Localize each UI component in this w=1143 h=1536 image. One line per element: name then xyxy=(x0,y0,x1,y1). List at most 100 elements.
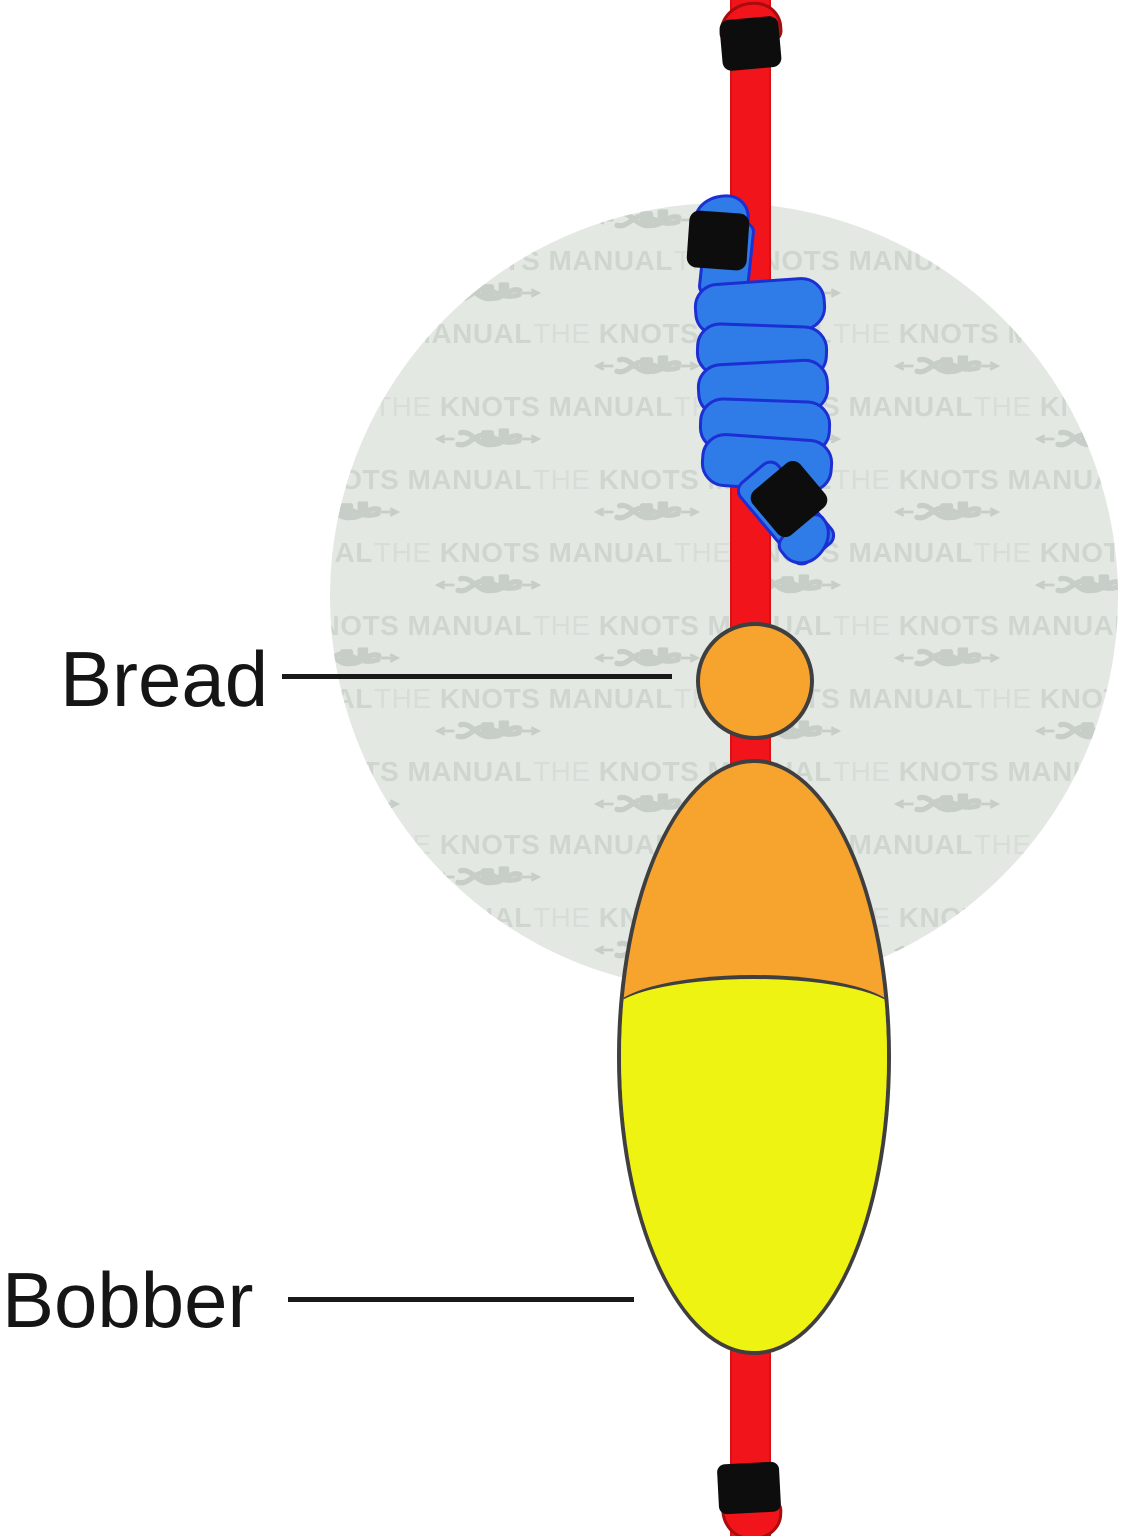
knot-rope-icon xyxy=(330,939,401,959)
watermark-text: THE KNOTS MANUAL xyxy=(330,975,373,992)
knot-rope-icon xyxy=(893,355,1001,375)
watermark-cell: THE KNOTS MANUAL xyxy=(374,975,674,992)
watermark-cell: THE KNOTS MANUAL xyxy=(330,538,374,600)
bobber-float xyxy=(617,759,891,1355)
watermark-cell: THE KNOTS MANUAL xyxy=(330,975,374,992)
watermark-cell: THE KNOTS MANUAL xyxy=(330,246,374,308)
knot-rope-icon xyxy=(593,647,701,667)
watermark-text: THE KNOTS MANUAL xyxy=(374,391,673,422)
stop-band-top xyxy=(718,15,783,72)
watermark-text: THE KNOTS MANUAL xyxy=(330,537,373,568)
knot-rope-icon xyxy=(434,282,542,302)
knot-rope-icon xyxy=(434,574,542,594)
watermark-cell: THE KNOTS MANUAL xyxy=(974,830,1118,892)
watermark-text: THE KNOTS MANUAL xyxy=(330,610,532,641)
knot-rope-icon xyxy=(893,793,1001,813)
watermark-cell: THE KNOTS MANUAL xyxy=(533,203,833,235)
knot-rope-icon xyxy=(1034,574,1118,594)
watermark-cell: THE KNOTS MANUAL xyxy=(374,538,674,600)
watermark-text: THE KNOTS MANUAL xyxy=(833,610,1118,641)
knot-rope-icon xyxy=(330,501,401,521)
watermark-cell: THE KNOTS MANUAL xyxy=(330,319,533,381)
watermark-cell: THE KNOTS MANUAL xyxy=(833,203,1118,235)
watermark-text: THE KNOTS MANUAL xyxy=(833,464,1118,495)
watermark-text: THE KNOTS MANUAL xyxy=(330,464,532,495)
watermark-text: THE KNOTS MANUAL xyxy=(974,391,1118,422)
watermark-text: THE KNOTS MANUAL xyxy=(330,829,373,860)
watermark-cell: THE KNOTS MANUAL xyxy=(833,319,1118,381)
watermark-text: THE KNOTS MANUAL xyxy=(833,756,1118,787)
knot-rope-icon xyxy=(893,647,1001,667)
knot-rope-icon xyxy=(893,501,1001,521)
watermark-cell: THE KNOTS MANUAL xyxy=(533,611,833,673)
watermark-cell: THE KNOTS MANUAL xyxy=(974,538,1118,600)
knot-rope-icon xyxy=(893,939,1001,959)
knot-rope-icon xyxy=(434,428,542,448)
knot-rope-icon xyxy=(330,355,401,375)
watermark-text: THE KNOTS MANUAL xyxy=(974,975,1118,992)
watermark-text: THE KNOTS MANUAL xyxy=(330,683,373,714)
watermark-text: THE KNOTS MANUAL xyxy=(974,537,1118,568)
knot-rope-icon xyxy=(593,501,701,521)
knot-rope-icon xyxy=(1034,428,1118,448)
watermark-text: THE KNOTS MANUAL xyxy=(374,537,673,568)
watermark-cell: THE KNOTS MANUAL xyxy=(330,757,533,819)
bread-leader-line xyxy=(282,674,672,679)
bobber-leader-line xyxy=(288,1297,634,1302)
knot-rope-icon xyxy=(893,209,1001,229)
watermark-text: THE KNOTS MANUAL xyxy=(374,683,673,714)
knot-band-top xyxy=(686,209,750,272)
watermark-text: THE KNOTS MANUAL xyxy=(974,829,1118,860)
watermark-text: THE KNOTS MANUAL xyxy=(330,391,373,422)
bread-label: Bread xyxy=(60,635,269,723)
watermark-cell: THE KNOTS MANUAL xyxy=(374,684,674,746)
knot-rope-icon xyxy=(1034,720,1118,740)
stop-band-bottom xyxy=(716,1461,782,1515)
watermark-cell: THE KNOTS MANUAL xyxy=(974,246,1118,308)
watermark-cell: THE KNOTS MANUAL xyxy=(330,684,374,746)
knot-rope-icon xyxy=(330,793,401,813)
knot-rope-icon xyxy=(1034,282,1118,302)
watermark-text: THE KNOTS MANUAL xyxy=(974,245,1118,276)
bobber-label: Bobber xyxy=(2,1256,254,1344)
watermark-text: THE KNOTS MANUAL xyxy=(330,318,532,349)
watermark-cell: THE KNOTS MANUAL xyxy=(330,903,533,965)
bobber-yellow-half xyxy=(621,975,887,1351)
watermark-cell: THE KNOTS MANUAL xyxy=(374,392,674,454)
watermark-cell: THE KNOTS MANUAL xyxy=(374,246,674,308)
watermark-cell: THE KNOTS MANUAL xyxy=(330,203,533,235)
watermark-text: THE KNOTS MANUAL xyxy=(374,245,673,276)
bread-ball xyxy=(696,622,814,740)
watermark-cell: THE KNOTS MANUAL xyxy=(974,684,1118,746)
knot-rope-icon xyxy=(593,793,701,813)
knot-rope-icon xyxy=(593,209,701,229)
watermark-cell: THE KNOTS MANUAL xyxy=(833,757,1118,819)
knot-rope-icon xyxy=(1034,866,1118,886)
watermark-cell: THE KNOTS MANUAL xyxy=(974,392,1118,454)
watermark-text: THE KNOTS MANUAL xyxy=(374,829,673,860)
knot-rope-icon xyxy=(593,355,701,375)
watermark-text: THE KNOTS MANUAL xyxy=(374,975,673,992)
watermark-cell: THE KNOTS MANUAL xyxy=(330,465,533,527)
watermark-text: THE KNOTS MANUAL xyxy=(330,756,532,787)
watermark-cell: THE KNOTS MANUAL xyxy=(833,611,1118,673)
watermark-cell: THE KNOTS MANUAL xyxy=(974,975,1118,992)
knot-rope-icon xyxy=(330,209,401,229)
watermark-cell: THE KNOTS MANUAL xyxy=(330,392,374,454)
knot-rope-icon xyxy=(330,647,401,667)
knot-rope-icon xyxy=(434,866,542,886)
watermark-cell: THE KNOTS MANUAL xyxy=(330,611,533,673)
knot-rope-icon xyxy=(434,720,542,740)
watermark-cell: THE KNOTS MANUAL xyxy=(833,465,1118,527)
watermark-text: THE KNOTS MANUAL xyxy=(330,902,532,933)
watermark-text: THE KNOTS MANUAL xyxy=(833,318,1118,349)
watermark-cell: THE KNOTS MANUAL xyxy=(374,830,674,892)
watermark-text: THE KNOTS MANUAL xyxy=(974,683,1118,714)
watermark-text: THE KNOTS MANUAL xyxy=(330,245,373,276)
